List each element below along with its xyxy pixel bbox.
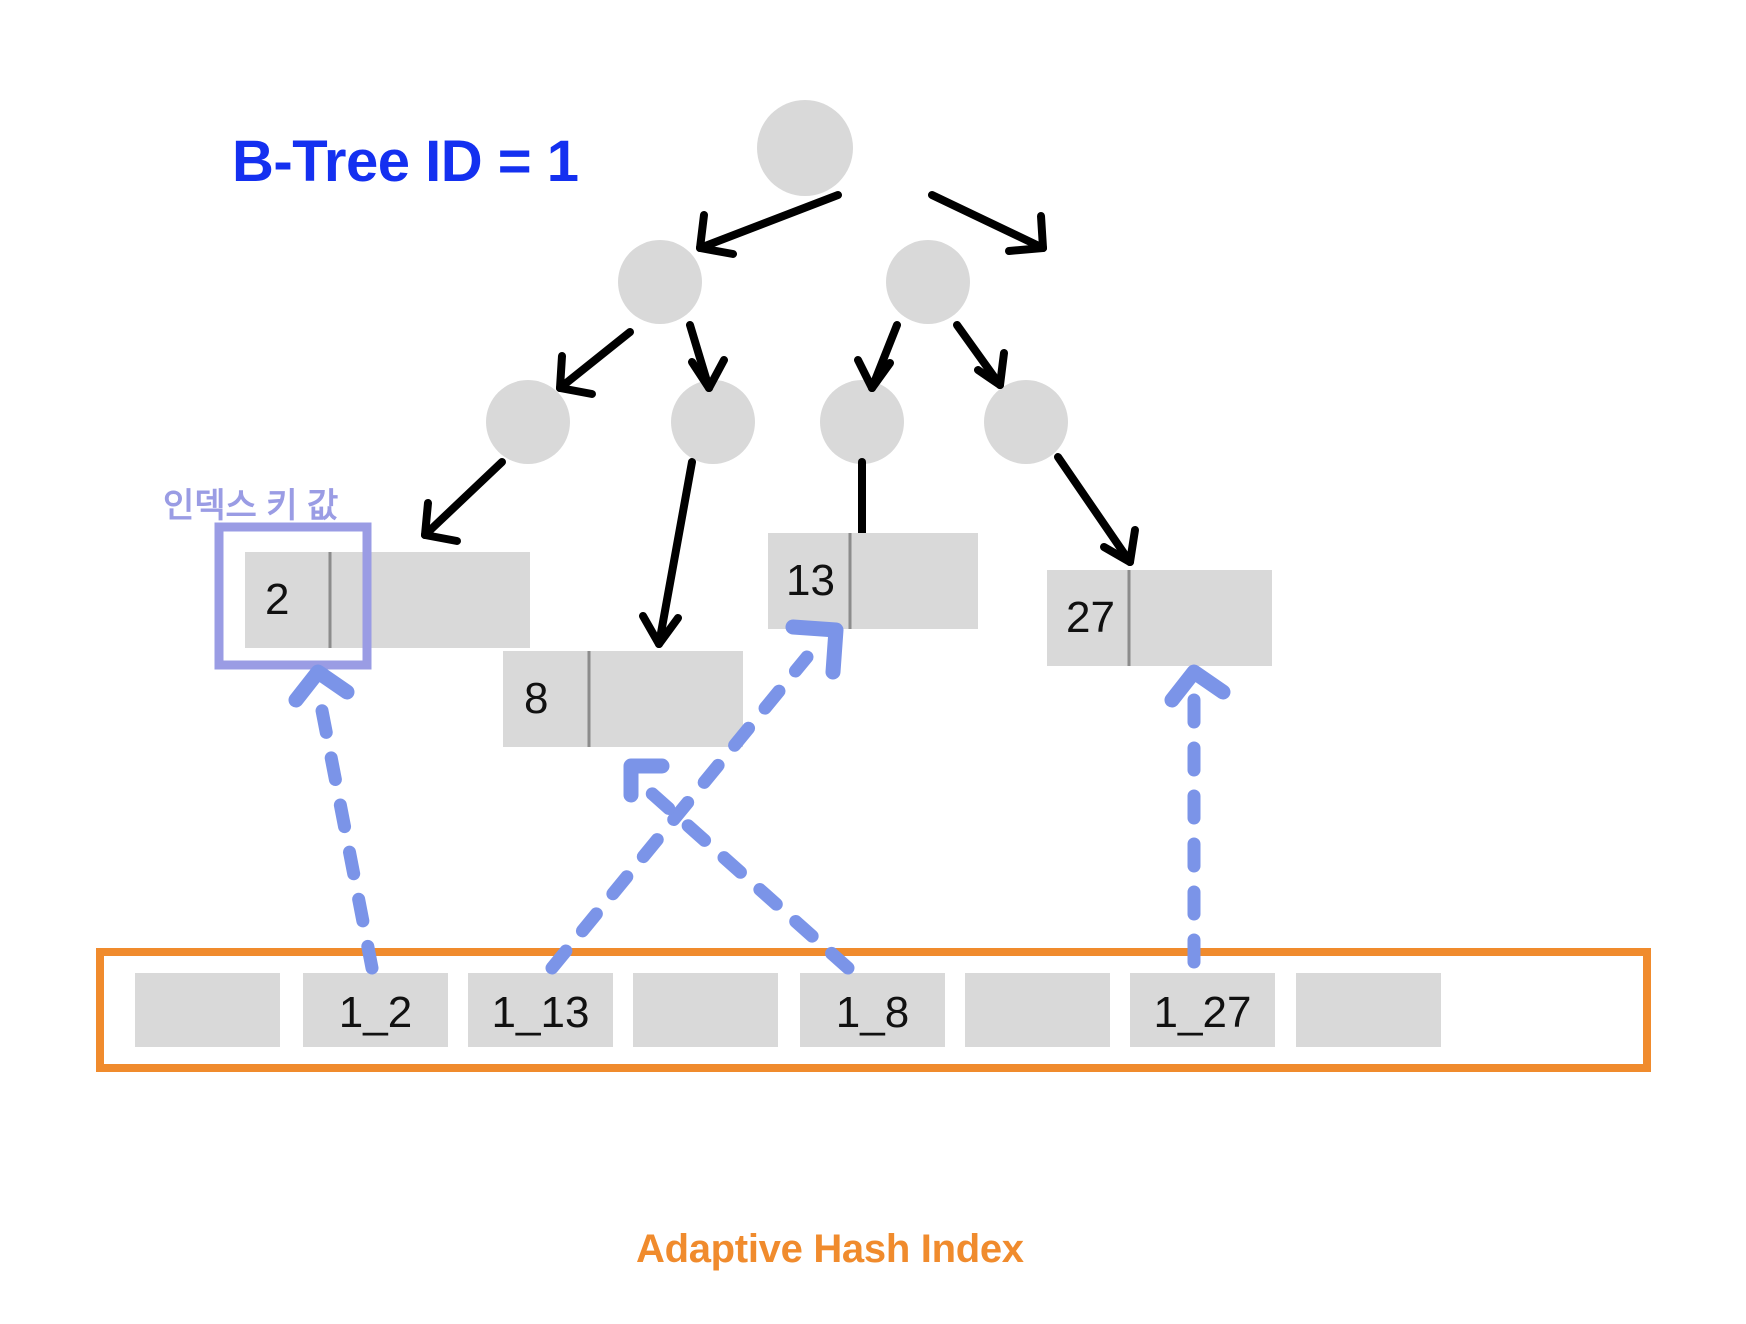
btree-leaf-27[interactable] [1047, 570, 1272, 666]
btree-leaf-13[interactable] [768, 533, 978, 629]
hash-cell-3[interactable] [633, 973, 778, 1047]
hash-cell-label-4: 1_8 [835, 988, 910, 1037]
hash-cell-label-6: 1_27 [1153, 988, 1252, 1037]
btree-node-root[interactable] [757, 100, 853, 196]
hash-cell-group [135, 973, 1441, 1047]
btree-leaf-8[interactable] [503, 651, 743, 747]
hash-link-1_13-to-leaf-13 [545, 619, 844, 975]
edge-right-to-lp3 [854, 321, 901, 392]
edge-left-to-lp2 [686, 321, 728, 392]
edge-lp2-to-leaf-8 [639, 458, 696, 648]
edge-root-to-right [928, 191, 1047, 255]
edge-right-to-lp4 [953, 321, 1008, 389]
page-title: B-Tree ID = 1 [232, 129, 579, 194]
hash-cell-5[interactable] [965, 973, 1110, 1047]
btree-leaf-2[interactable] [245, 552, 530, 648]
hash-cell-label-1: 1_2 [338, 988, 413, 1037]
hash-cell-1[interactable] [303, 973, 448, 1047]
btree-node-internal-left[interactable] [618, 240, 702, 324]
edge-left-to-lp1 [556, 328, 634, 398]
edge-lp1-to-leaf-2 [421, 458, 506, 545]
hash-cell-4[interactable] [800, 973, 945, 1047]
adaptive-hash-index-caption: Adaptive Hash Index [636, 1227, 1024, 1271]
leaf-key-value-27: 27 [1066, 593, 1115, 642]
btree-node-leafparent-3[interactable] [820, 380, 904, 464]
leaf-key-value-2: 2 [265, 575, 290, 624]
leaf-key-value-8: 8 [524, 674, 549, 723]
adaptive-hash-index-container [96, 948, 1651, 1072]
hash-cell-7[interactable] [1296, 973, 1441, 1047]
hash-link-1_27-to-leaf-27 [1164, 664, 1231, 969]
hash-link-1_8-to-leaf-8 [623, 758, 855, 975]
btree-leaf-group [245, 533, 1272, 747]
hash-cell-6[interactable] [1130, 973, 1275, 1047]
btree-node-leafparent-1[interactable] [486, 380, 570, 464]
hash-cell-label-2: 1_13 [491, 988, 590, 1037]
index-key-label: 인덱스 키 값 [163, 487, 339, 525]
btree-node-internal-right[interactable] [886, 240, 970, 324]
btree-node-group [486, 100, 1068, 464]
btree-node-leafparent-4[interactable] [984, 380, 1068, 464]
hash-to-leaf-link-group [288, 619, 1231, 975]
btree-node-leafparent-2[interactable] [671, 380, 755, 464]
hash-link-1_2-to-leaf-2 [288, 664, 379, 975]
hash-cell-2[interactable] [468, 973, 613, 1047]
index-key-highlight-box [214, 522, 372, 670]
leaf-key-value-13: 13 [786, 556, 835, 605]
edge-root-to-left [696, 191, 842, 258]
hash-cell-0[interactable] [135, 973, 280, 1047]
edge-lp4-to-leaf-27 [1054, 453, 1139, 566]
